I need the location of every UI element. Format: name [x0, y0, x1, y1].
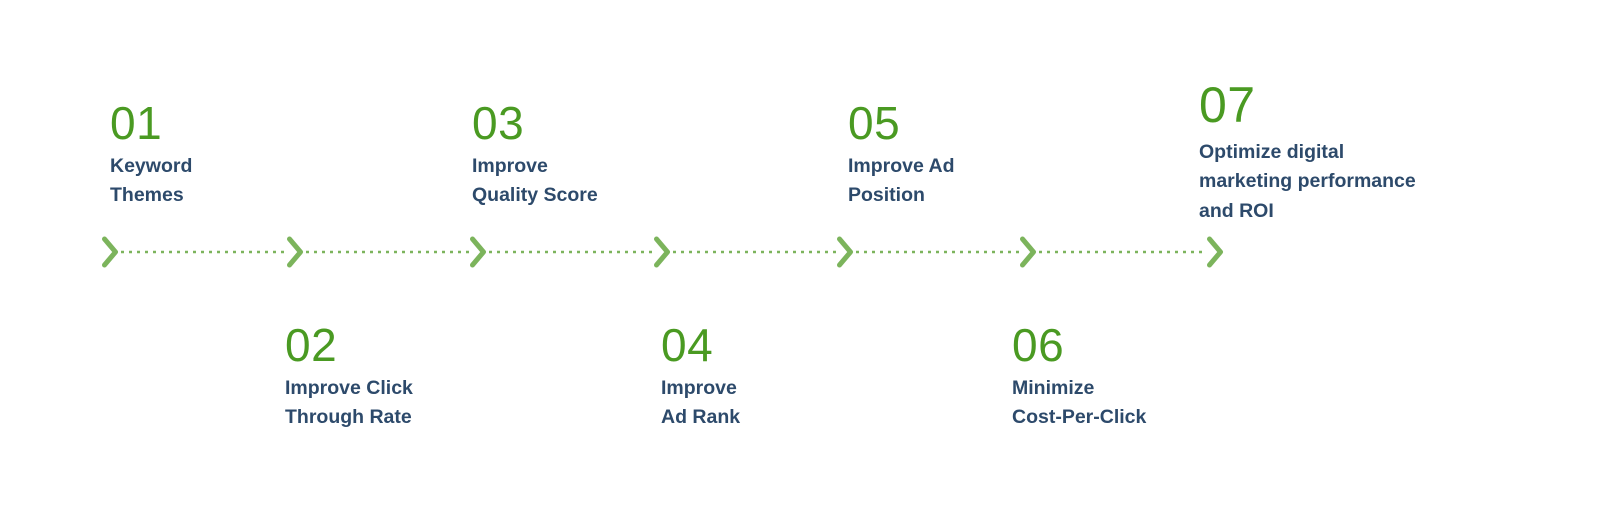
chevron-right-icon	[837, 236, 853, 268]
step-label-04: Improve Ad Rank	[661, 377, 741, 428]
step-number-01: 01	[110, 97, 163, 149]
step-label-05: Improve Ad Position	[848, 155, 955, 206]
step-number-05: 05	[848, 97, 901, 149]
step-label-07: Optimize digital marketing performance a…	[1199, 141, 1416, 222]
step-label-01: Keyword Themes	[110, 155, 193, 206]
step-label-02: Improve Click Through Rate	[285, 377, 413, 428]
chevron-right-icon	[654, 236, 670, 268]
chevron-right-icon	[287, 236, 303, 268]
step-label-06: Minimize Cost-Per-Click	[1012, 377, 1147, 428]
step-number-02: 02	[285, 319, 338, 371]
step-label-03: Improve Quality Score	[472, 155, 598, 206]
chevron-right-icon	[1207, 236, 1223, 268]
step-number-03: 03	[472, 97, 525, 149]
chevron-right-icon	[102, 236, 118, 268]
step-number-06: 06	[1012, 319, 1065, 371]
chevron-right-icon	[470, 236, 486, 268]
step-number-07: 07	[1199, 77, 1256, 133]
chevron-right-icon	[1020, 236, 1036, 268]
step-number-04: 04	[661, 319, 714, 371]
connector-chevron-markers	[102, 236, 1223, 268]
